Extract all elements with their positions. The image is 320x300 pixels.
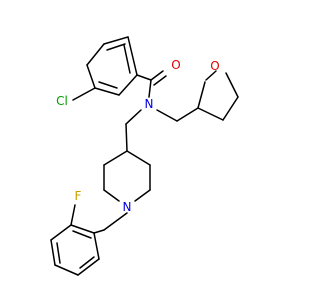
piperidine-nitrogen-label: N bbox=[123, 200, 132, 214]
ch2-piperidine-bond bbox=[125, 123, 128, 152]
carbonyl-oxygen-label: O bbox=[171, 58, 180, 72]
n-ch2-bond bbox=[125, 109, 142, 125]
n-benzyl-bond bbox=[103, 212, 128, 231]
c-f-bond bbox=[70, 204, 76, 226]
fluorine-label: F bbox=[75, 189, 82, 203]
amide-group bbox=[136, 70, 167, 98]
tetrahydrofuran-ring bbox=[197, 70, 239, 121]
ring-oxygen-label: O bbox=[210, 59, 219, 73]
amide-nitrogen-label: N bbox=[145, 97, 154, 111]
c-cl-bond bbox=[72, 87, 96, 101]
fluorophenyl-ring bbox=[50, 224, 100, 276]
thf-methyl-chain bbox=[156, 107, 199, 122]
benzyl-ch2-bond bbox=[93, 229, 105, 234]
piperidine-ring bbox=[103, 150, 151, 202]
chlorine-label: Cl bbox=[56, 94, 68, 108]
structure-canvas: Cl O N O N F bbox=[50, 36, 239, 276]
molecule-diagram: Cl O N O N F bbox=[50, 36, 239, 276]
chlorophenyl-ring bbox=[86, 36, 138, 96]
